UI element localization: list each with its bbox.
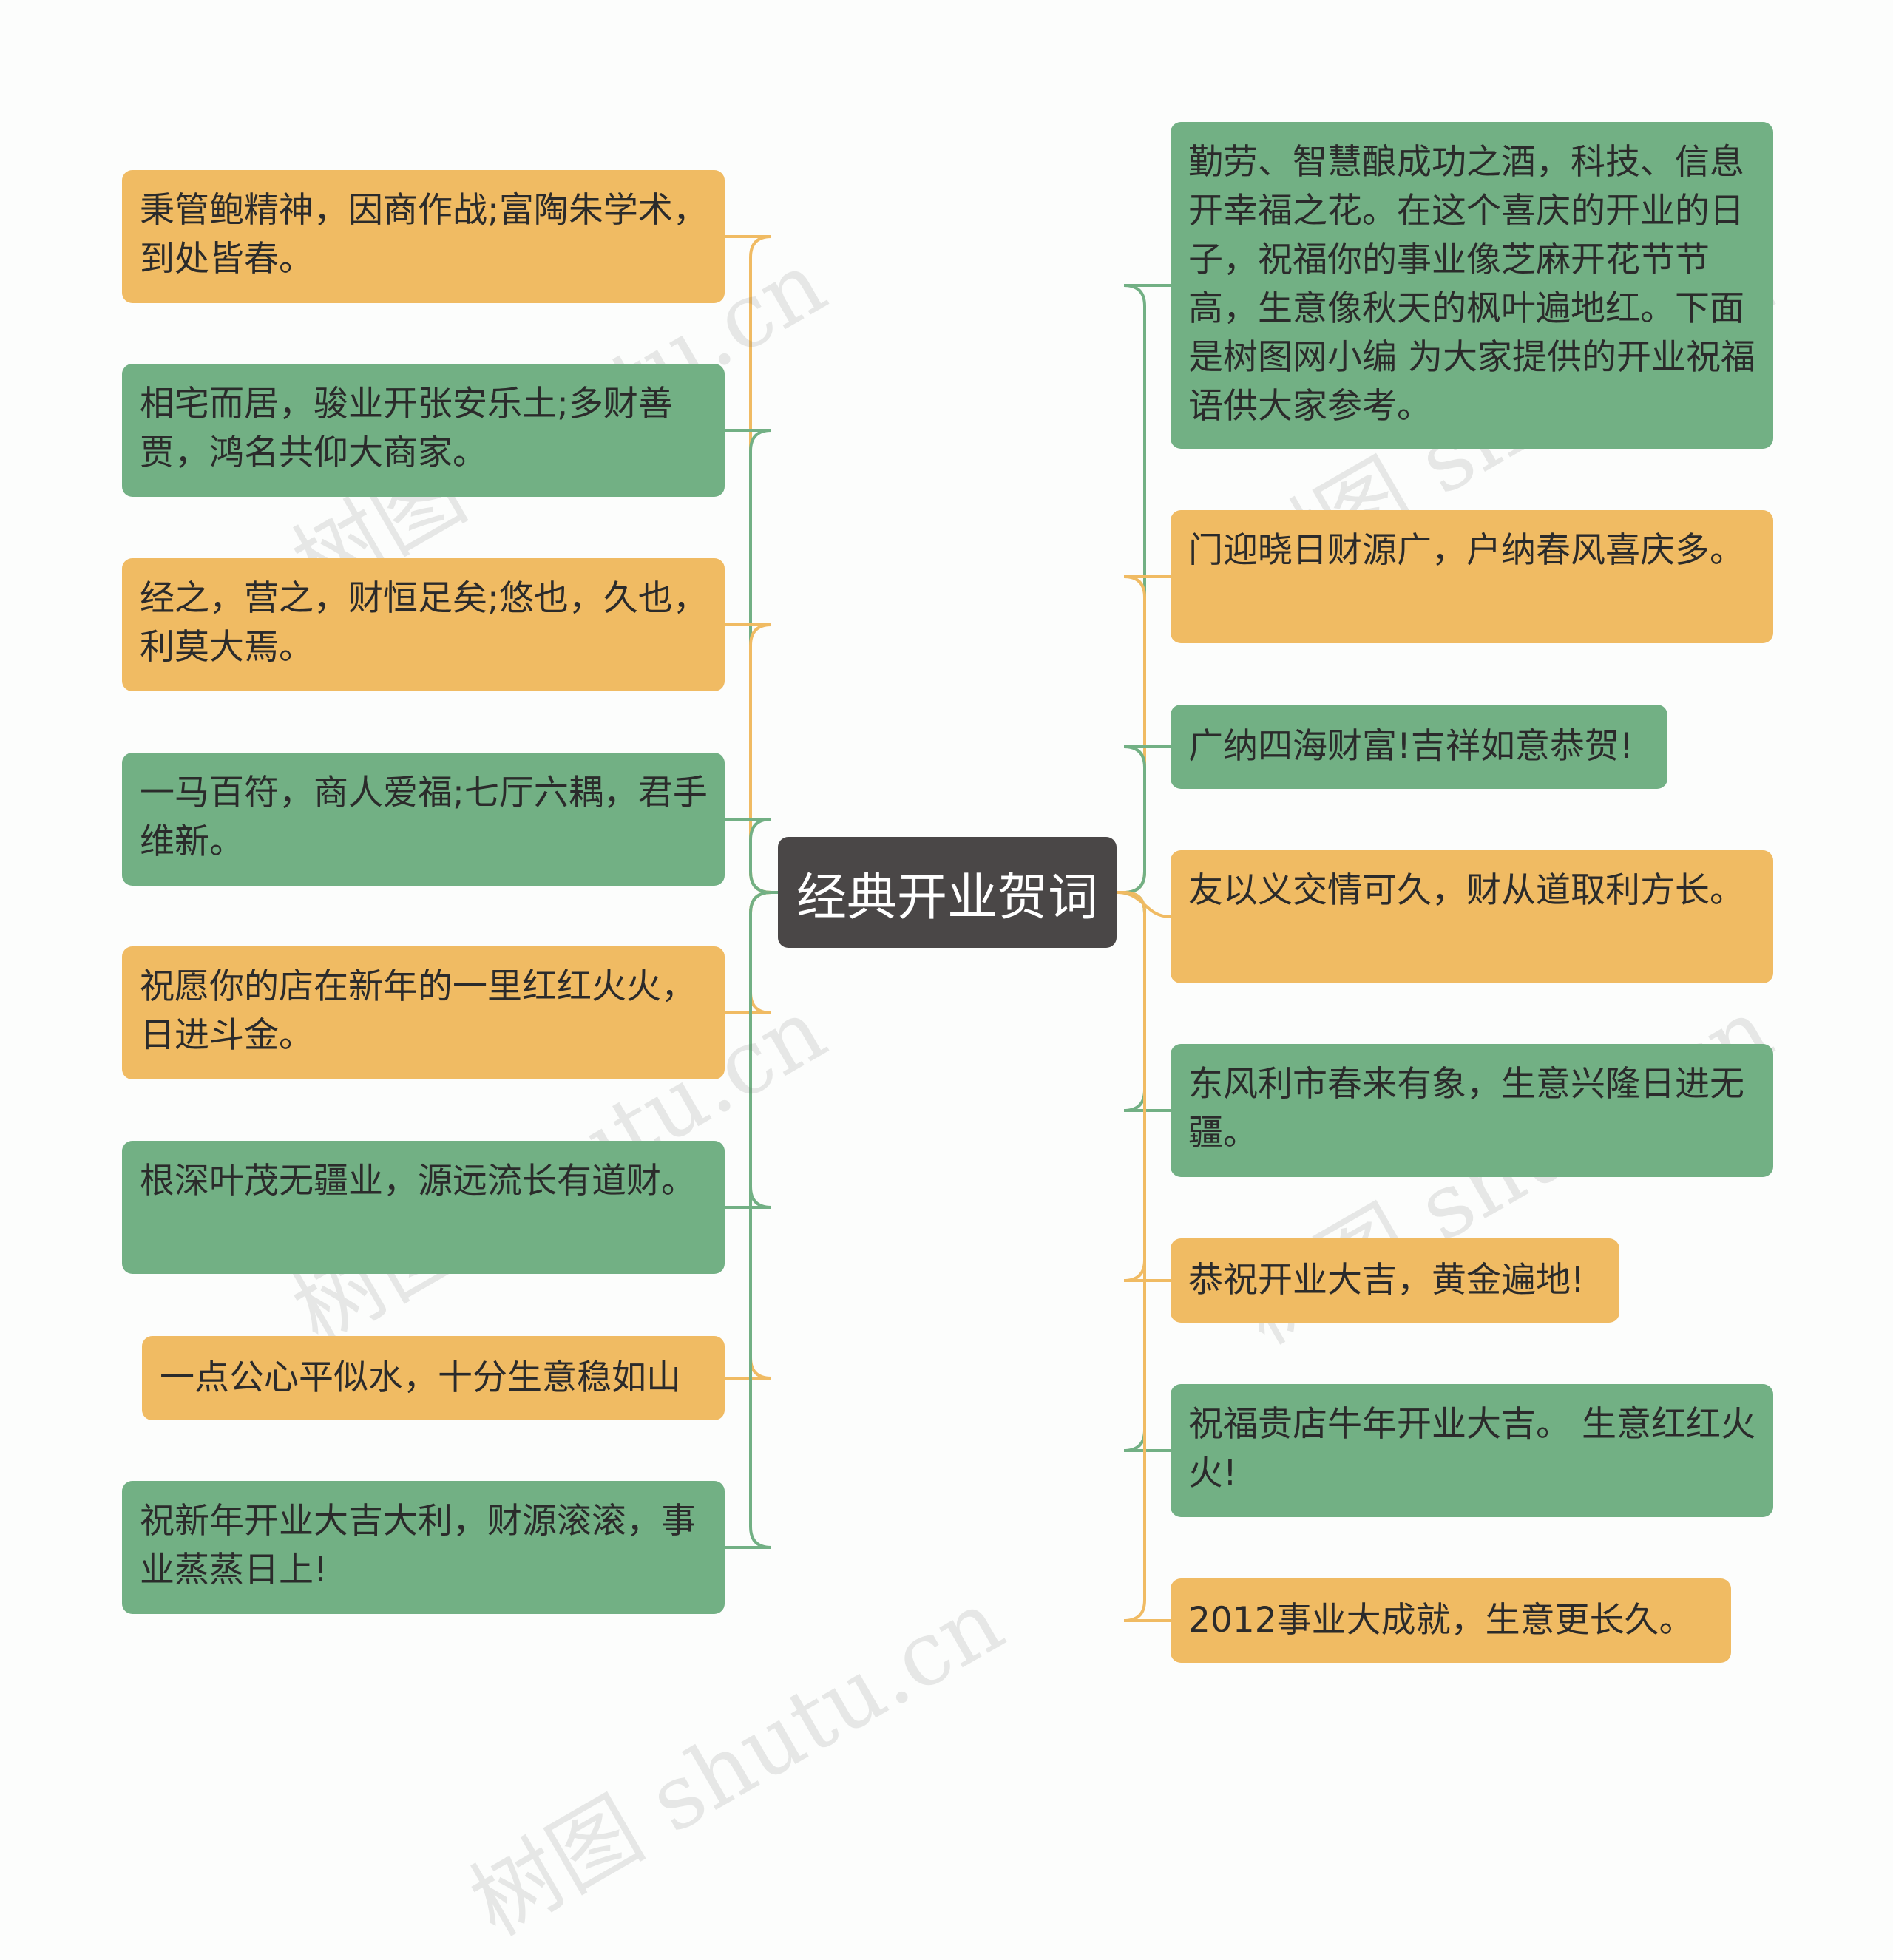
left-connector-4	[725, 818, 778, 894]
right-node-6[interactable]: 恭祝开业大吉，黄金遍地!	[1171, 1238, 1619, 1323]
left-node-4[interactable]: 一马百符，商人爱福;七厅六耦，君手维新。	[122, 753, 725, 886]
left-node-2[interactable]: 相宅而居，骏业开张安乐土;多财善贾，鸿名共仰大商家。	[122, 364, 725, 497]
left-node-8[interactable]: 祝新年开业大吉大利，财源滚滚，事业蒸蒸日上!	[122, 1481, 725, 1614]
right-connector-3	[1117, 745, 1171, 894]
left-node-3[interactable]: 经之，营之，财恒足矣;悠也，久也，利莫大焉。	[122, 558, 725, 691]
connector-lines	[725, 235, 1171, 1622]
left-node-7[interactable]: 一点公心平似水，十分生意稳如山	[142, 1336, 725, 1420]
right-node-4[interactable]: 友以义交情可久，财从道取利方长。	[1171, 850, 1773, 983]
right-node-1[interactable]: 勤劳、智慧酿成功之酒，科技、信息开幸福之花。在这个喜庆的开业的日子，祝福你的事业…	[1171, 122, 1773, 449]
right-node-2[interactable]: 门迎晓日财源广，户纳春风喜庆多。	[1171, 510, 1773, 643]
left-connector-8	[725, 891, 778, 1549]
right-node-7[interactable]: 祝福贵店牛年开业大吉。 生意红红火火!	[1171, 1384, 1773, 1517]
left-node-6[interactable]: 根深叶茂无疆业，源远流长有道财。	[122, 1141, 725, 1274]
right-node-3[interactable]: 广纳四海财富!吉祥如意恭贺!	[1171, 705, 1667, 789]
right-node-5[interactable]: 东风利市春来有象，生意兴隆日进无疆。	[1171, 1044, 1773, 1177]
right-node-8[interactable]: 2012事业大成就，生意更长久。	[1171, 1578, 1731, 1663]
left-node-1[interactable]: 秉管鲍精神，因商作战;富陶朱学术，到处皆春。	[122, 170, 725, 303]
center-topic[interactable]: 经典开业贺词	[778, 837, 1117, 948]
right-connector-8	[1117, 891, 1171, 1622]
left-node-5[interactable]: 祝愿你的店在新年的一里红红火火，日进斗金。	[122, 946, 725, 1079]
